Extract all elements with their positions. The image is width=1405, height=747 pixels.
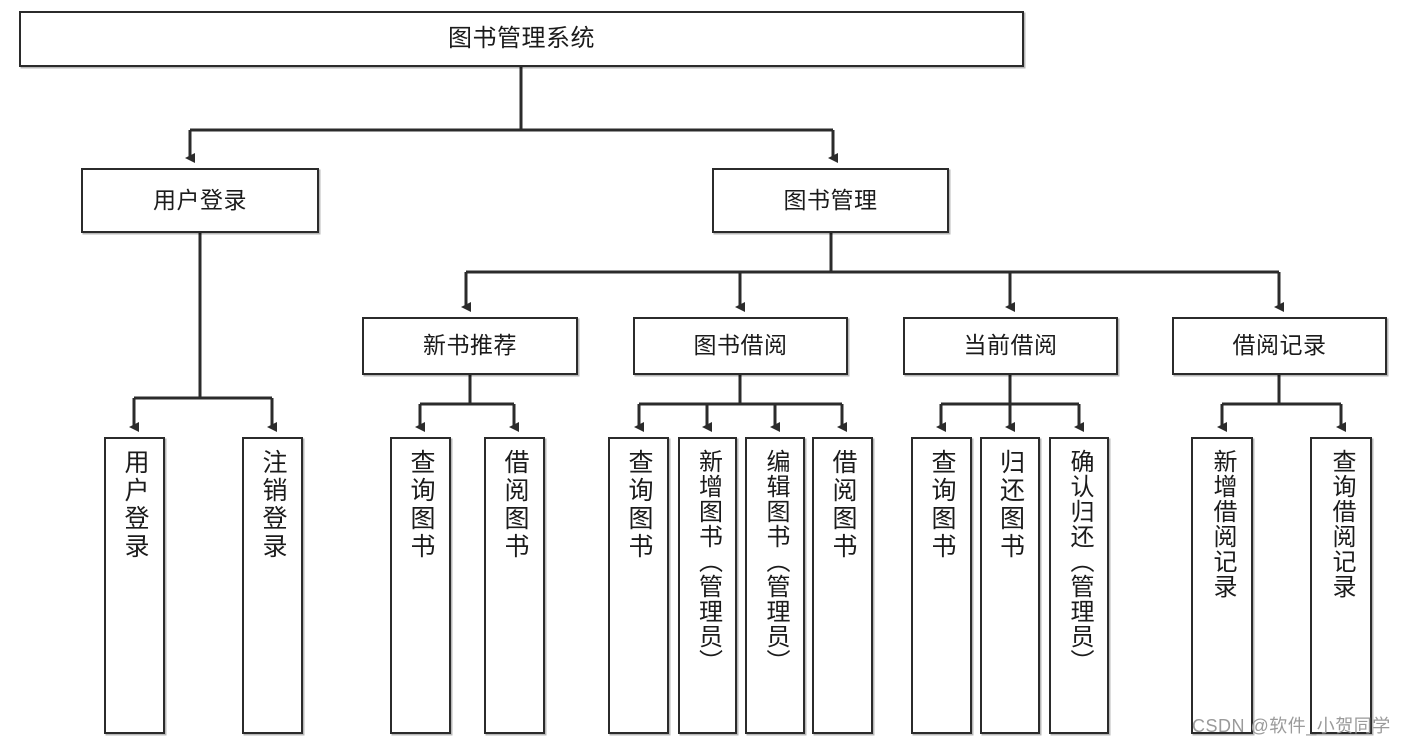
node-label: 用户登录 xyxy=(121,449,149,561)
node-label: 注销登录 xyxy=(259,449,287,561)
node-label: 当前借阅 xyxy=(963,332,1058,359)
node-book-borrow[interactable]: 图书借阅 xyxy=(633,317,848,375)
node-current-borrow[interactable]: 当前借阅 xyxy=(903,317,1118,375)
node-label: 图书管理系统 xyxy=(448,24,595,52)
node-label: 查询图书 xyxy=(625,449,653,561)
leaf-edit-book-admin[interactable]: 编辑图书（管理员） xyxy=(745,437,805,734)
leaf-query-book-current[interactable]: 查询图书 xyxy=(911,437,972,734)
node-root-system[interactable]: 图书管理系统 xyxy=(19,11,1024,67)
node-label: 用户登录 xyxy=(153,186,247,213)
leaf-borrow-book[interactable]: 借阅图书 xyxy=(812,437,873,734)
node-label: 查询图书 xyxy=(407,449,435,561)
node-label: 确认归还（管理员） xyxy=(1066,449,1093,674)
leaf-query-book-recommend[interactable]: 查询图书 xyxy=(390,437,451,734)
node-label: 新书推荐 xyxy=(423,332,517,359)
leaf-query-borrow-record[interactable]: 查询借阅记录 xyxy=(1310,437,1372,734)
leaf-confirm-return-admin[interactable]: 确认归还（管理员） xyxy=(1049,437,1109,734)
node-label: 借阅图书 xyxy=(829,449,857,561)
leaf-borrow-book-recommend[interactable]: 借阅图书 xyxy=(484,437,545,734)
leaf-add-book-admin[interactable]: 新增图书（管理员） xyxy=(678,437,737,734)
node-user-login[interactable]: 用户登录 xyxy=(81,168,319,233)
leaf-query-book-borrow[interactable]: 查询图书 xyxy=(608,437,669,734)
node-label: 图书管理 xyxy=(783,186,878,213)
node-book-management[interactable]: 图书管理 xyxy=(712,168,949,233)
node-borrow-records[interactable]: 借阅记录 xyxy=(1172,317,1387,375)
leaf-return-book[interactable]: 归还图书 xyxy=(980,437,1040,734)
node-label: 借阅图书 xyxy=(501,449,529,561)
node-new-book-recommend[interactable]: 新书推荐 xyxy=(362,317,578,375)
node-label: 编辑图书（管理员） xyxy=(762,449,789,674)
leaf-user-login[interactable]: 用户登录 xyxy=(104,437,165,734)
node-label: 归还图书 xyxy=(996,449,1025,561)
leaf-logout[interactable]: 注销登录 xyxy=(242,437,303,734)
node-label: 查询借阅记录 xyxy=(1328,449,1355,599)
node-label: 新增图书（管理员） xyxy=(694,449,722,674)
node-label: 查询图书 xyxy=(928,449,956,561)
node-label: 图书借阅 xyxy=(693,332,788,359)
leaf-add-borrow-record[interactable]: 新增借阅记录 xyxy=(1191,437,1253,734)
node-label: 借阅记录 xyxy=(1232,332,1327,359)
csdn-watermark: CSDN @软件_小贺同学 xyxy=(1192,716,1391,736)
node-label: 新增借阅记录 xyxy=(1209,449,1236,599)
